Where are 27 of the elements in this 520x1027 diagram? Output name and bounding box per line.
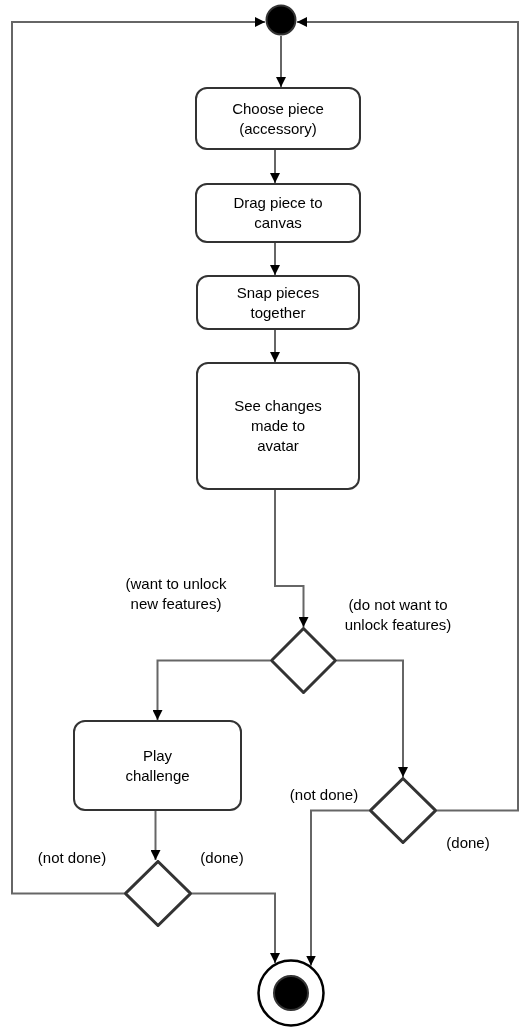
decision-diamond: [270, 627, 337, 694]
arrow: [274, 489, 309, 628]
arrow: [270, 242, 280, 276]
decision-diamond: [124, 860, 192, 927]
activity-text: Choose piece (accessory): [231, 98, 325, 139]
activity-text: See changes made to avatar: [233, 396, 323, 456]
arrow: [11, 17, 266, 895]
arrow: [270, 329, 280, 363]
arrow: [336, 659, 408, 778]
activity-text: Drag piece to canvas: [232, 193, 324, 233]
arrow: [270, 149, 280, 184]
activity-box: [73, 720, 242, 811]
activity-text: Snap pieces together: [235, 282, 321, 323]
arrow: [306, 809, 370, 967]
activity-box: [196, 362, 360, 490]
arrow: [152, 659, 271, 721]
arrow: [296, 17, 519, 812]
activity-text: Play challenge: [124, 745, 191, 786]
activity-box: [195, 87, 361, 150]
decision-diamond: [369, 777, 437, 844]
activity-box: [196, 275, 360, 330]
initial-node: [265, 4, 297, 36]
arrow: [276, 35, 286, 88]
arrow: [191, 892, 280, 964]
activity-box: [195, 183, 361, 243]
final-node: [257, 959, 325, 1027]
arrow: [150, 810, 161, 861]
